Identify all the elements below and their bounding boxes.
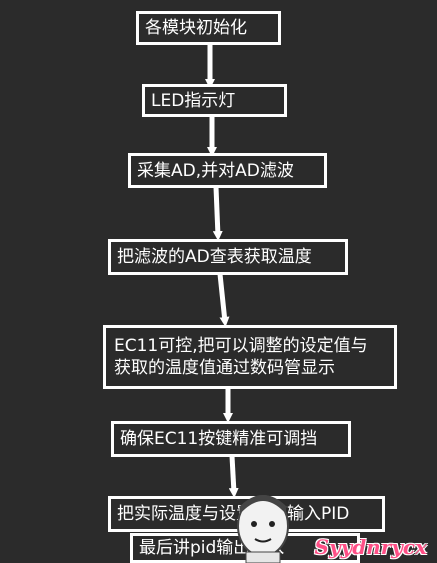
step-ec11-display-line-2: 获取的温度值通过数码管显示 [114,358,335,378]
step-sample-filter-ad: 采集AD,并对AD滤波 [128,153,327,188]
watermark-text: Syydnrycx [314,535,427,559]
step-ec11-key-precise-label: 确保EC11按键精准可调挡 [120,429,318,449]
step-ec11-key-precise: 确保EC11按键精准可调挡 [111,421,351,457]
step-ec11-display-line-1: EC11可控,把可以调整的设定值与 [114,336,368,356]
step-sample-filter-ad-label: 采集AD,并对AD滤波 [137,160,294,181]
step-led-indicator: LED指示灯 [142,84,287,117]
arrow-6-7 [228,455,239,498]
step-led-indicator-label: LED指示灯 [151,90,236,111]
step-init-modules: 各模块初始化 [136,11,281,45]
cartoon-avatar-image [237,495,289,563]
step-pid-input-label: 把实际温度与设置温度输入PID [117,504,350,524]
step-lookup-temperature-label: 把滤波的AD查表获取温度 [117,247,312,267]
arrow-4-5 [217,273,230,327]
arrow-3-4 [212,186,223,241]
step-init-modules-label: 各模块初始化 [145,18,247,38]
step-ec11-display: EC11可控,把可以调整的设定值与 获取的温度值通过数码管显示 [103,325,397,389]
step-lookup-temperature: 把滤波的AD查表获取温度 [108,239,348,275]
